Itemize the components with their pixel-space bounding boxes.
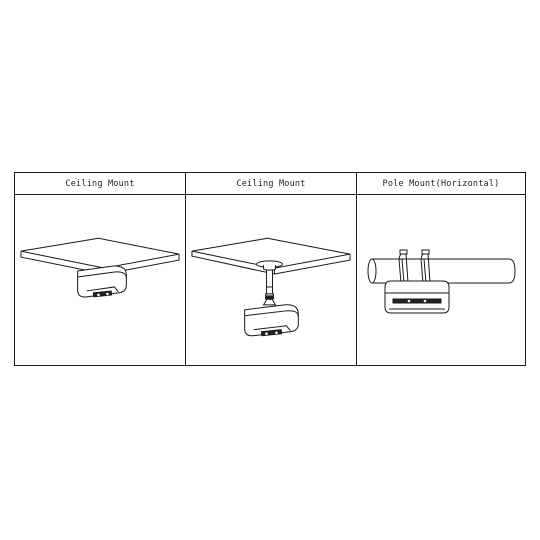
ceiling-plate — [20, 237, 180, 269]
ceiling-bracket-mount-cell — [186, 195, 357, 365]
column-header-ceiling-mount-1: Ceiling Mount — [15, 173, 186, 195]
column-header-ceiling-mount-2: Ceiling Mount — [186, 173, 357, 195]
camera-body — [384, 280, 450, 314]
horizontal-pole-mount-illustration — [367, 249, 516, 314]
ceiling-direct-mount-cell — [15, 195, 186, 365]
mount-options-table: Ceiling Mount Ceiling Mount Pole Mount(H… — [14, 172, 526, 366]
camera-body — [244, 304, 299, 337]
column-header-pole-mount: Pole Mount(Horizontal) — [357, 173, 525, 195]
ceiling-bracket-mount-illustration — [191, 237, 351, 337]
bracket-mount — [256, 260, 283, 306]
pole — [367, 258, 516, 284]
ceiling-direct-mount-illustration — [20, 237, 180, 298]
horizontal-pole-mount-cell — [357, 195, 525, 365]
camera-body — [77, 265, 127, 298]
pole-clamps — [398, 249, 431, 284]
